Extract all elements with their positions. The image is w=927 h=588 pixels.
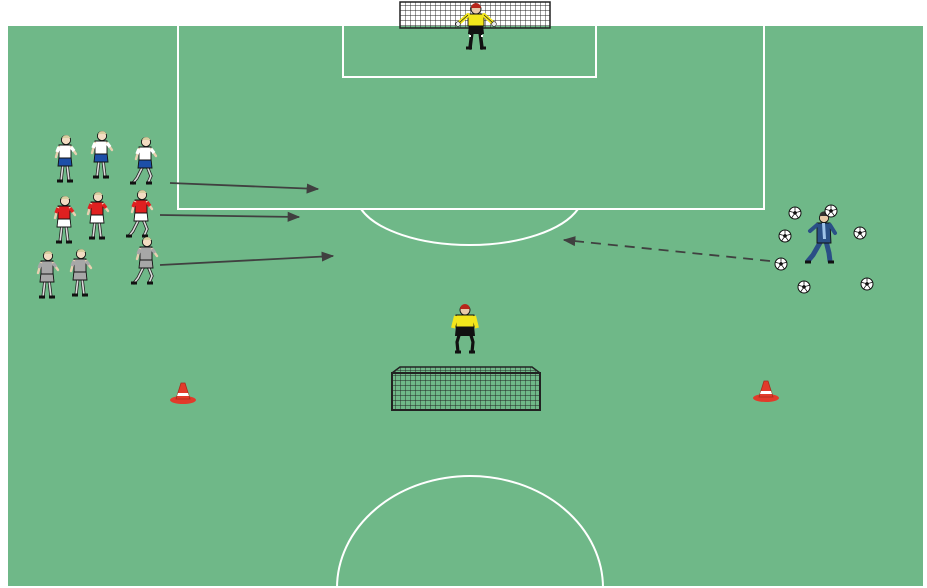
soccer-ball-icon (789, 207, 801, 219)
soccer-ball-icon (798, 281, 810, 293)
soccer-ball-icon (825, 205, 837, 217)
goal-net-icon (392, 373, 540, 410)
soccer-ball-icon (854, 227, 866, 239)
soccer-ball-icon (861, 278, 873, 290)
middle-goal (392, 367, 540, 410)
goal-net-top (392, 367, 540, 373)
soccer-ball-icon (775, 258, 787, 270)
soccer-ball-icon (779, 230, 791, 242)
